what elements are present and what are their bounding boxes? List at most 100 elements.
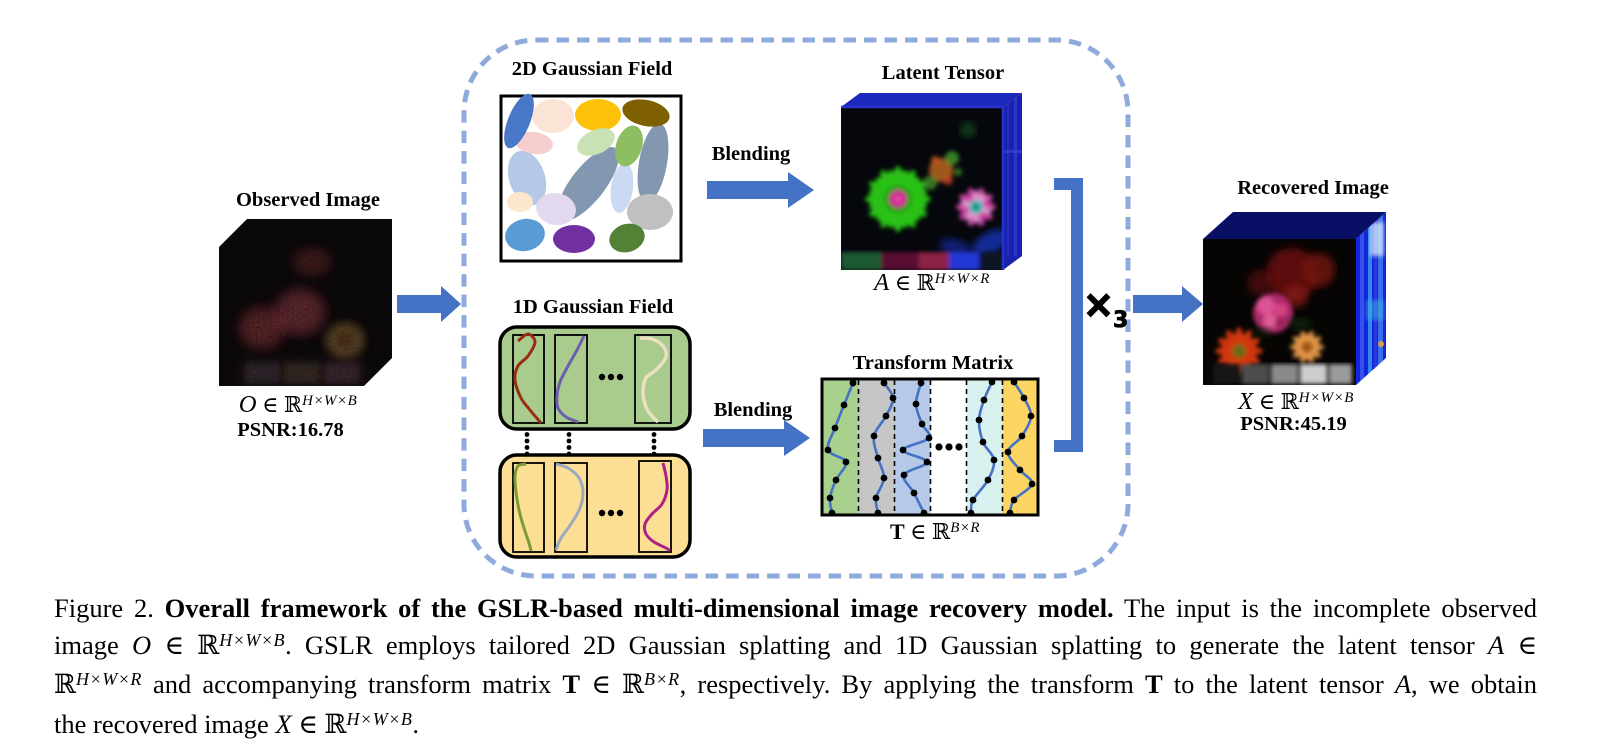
curve-sample-dot bbox=[969, 496, 977, 504]
curve-sample-dot bbox=[880, 474, 888, 482]
gaussian-curve-darkred bbox=[513, 332, 543, 424]
horizontal-ellipsis-icon bbox=[598, 509, 624, 517]
curve-sample-dot bbox=[1010, 496, 1018, 504]
transform-matrix-box bbox=[820, 377, 1040, 517]
strip-separator-lines bbox=[857, 380, 1004, 514]
latent-tensor-thumbnail bbox=[841, 93, 1022, 270]
curve-sample-dot bbox=[889, 394, 897, 402]
observed-image-psnr: PSNR:16.78 bbox=[237, 419, 344, 441]
gaussian-1d-cell bbox=[634, 334, 672, 424]
curve-sample-dot bbox=[920, 509, 928, 517]
recovered-red-gerbera bbox=[1215, 327, 1263, 375]
blending-top-label: Blending bbox=[711, 143, 791, 165]
caption-line-3: ℝH×W×R and accompanying transform matrix… bbox=[54, 669, 1538, 700]
recovered-image-math: X ∈ ℝH×W×B bbox=[1238, 388, 1354, 415]
dashed-framework-border bbox=[461, 37, 1131, 579]
transform-matrix-curves bbox=[824, 378, 1036, 517]
gaussian-1d-cell bbox=[554, 334, 588, 424]
curve-sample-dot bbox=[824, 446, 832, 454]
gaussian-2d-field-box bbox=[499, 93, 683, 263]
caption-line-4: the recovered image X ∈ ℝH×W×B. bbox=[54, 709, 419, 740]
curve-sample-dot bbox=[870, 432, 878, 440]
recovered-image-thumbnail bbox=[1203, 212, 1386, 385]
times-symbol: × bbox=[1082, 282, 1115, 327]
curve-sample-dot bbox=[849, 379, 857, 387]
transform-matrix-math: T ∈ ℝB×R bbox=[889, 519, 981, 544]
blending-bottom-label: Blending bbox=[713, 399, 793, 421]
gaussian-curve-green bbox=[513, 462, 533, 552]
curve-sample-dot bbox=[874, 509, 882, 517]
horizontal-ellipsis-icon bbox=[598, 373, 624, 381]
observed-image-title: Observed Image bbox=[235, 189, 381, 211]
caption-line-1: Figure 2. Overall framework of the GSLR-… bbox=[54, 593, 1537, 623]
gaussian-1d-green-box bbox=[498, 325, 692, 431]
output-arrow-icon bbox=[1133, 286, 1203, 322]
curve-sample-dot bbox=[900, 471, 908, 479]
curve-sample-dot bbox=[918, 420, 926, 428]
gaussian-2d-ellipses bbox=[504, 93, 673, 253]
curve-sample-dot bbox=[1010, 378, 1018, 386]
curve-sample-dot bbox=[880, 379, 888, 387]
latent-tensor-math: A ∈ ℝH×W×R bbox=[874, 269, 990, 296]
latent-green-flower bbox=[865, 166, 931, 232]
input-arrow-icon bbox=[397, 286, 461, 322]
gaussian-1d-yellow-box bbox=[498, 453, 692, 559]
curve-sample-dot bbox=[831, 424, 839, 432]
curve-sample-dot bbox=[984, 476, 992, 484]
curve-sample-dot bbox=[832, 476, 840, 484]
curve-sample-dot bbox=[975, 416, 983, 424]
curve-sample-dot bbox=[1027, 412, 1035, 420]
latent-tensor-title: Latent Tensor bbox=[881, 62, 1005, 84]
figure-caption: Figure 2. Overall framework of the GSLR-… bbox=[54, 590, 1537, 746]
collect-bracket-icon bbox=[1054, 178, 1083, 452]
gaussian-1d-cell bbox=[512, 462, 545, 553]
observed-image-thumbnail bbox=[219, 219, 392, 386]
recovered-orange-flower bbox=[1290, 330, 1324, 364]
latent-center-cluster bbox=[923, 151, 962, 190]
recovered-image-psnr: PSNR:45.19 bbox=[1240, 413, 1347, 435]
curve-sample-dot bbox=[988, 378, 996, 386]
curve-sample-dot bbox=[1004, 448, 1012, 456]
curve-sample-dot bbox=[912, 400, 920, 408]
blending-top-arrow-icon bbox=[707, 172, 814, 208]
gaussian-2d-field-title: 2D Gaussian Field bbox=[511, 58, 673, 80]
curve-sample-dot bbox=[979, 438, 987, 446]
curve-sample-dot bbox=[1016, 466, 1024, 474]
curve-sample-dot bbox=[1006, 509, 1014, 517]
curve-sample-dot bbox=[826, 494, 834, 502]
gaussian-curve-cream bbox=[639, 336, 669, 424]
gaussian-curve-grayblue bbox=[554, 462, 585, 551]
vertical-ellipsis-icons bbox=[524, 432, 657, 457]
curve-sample-dot bbox=[882, 412, 890, 420]
curve-sample-dot bbox=[874, 454, 882, 462]
blending-bottom-arrow-icon bbox=[703, 420, 810, 456]
horizontal-ellipsis-icon bbox=[935, 443, 963, 451]
gaussian-curve-purple bbox=[555, 335, 586, 424]
gaussian-1d-cell bbox=[638, 460, 672, 553]
recovered-image-title: Recovered Image bbox=[1237, 177, 1389, 199]
times-3-operator: ×3 bbox=[1082, 282, 1129, 333]
curve-sample-dot bbox=[910, 489, 918, 497]
curve-sample-dot bbox=[1020, 394, 1028, 402]
curve-sample-dot bbox=[925, 434, 933, 442]
curve-sample-dot bbox=[923, 458, 931, 466]
curve-sample-dot bbox=[828, 509, 836, 517]
curve-sample-dot bbox=[840, 401, 848, 409]
observed-image-math: O ∈ ℝH×W×B bbox=[238, 391, 358, 418]
recovered-pink-flower bbox=[1253, 293, 1293, 333]
transform-matrix-title: Transform Matrix bbox=[852, 352, 1014, 374]
curve-sample-dot bbox=[842, 458, 850, 466]
curve-sample-dot bbox=[967, 509, 975, 517]
curve-sample-dot bbox=[990, 456, 998, 464]
latent-pink-flower bbox=[956, 187, 996, 227]
curve-sample-dot bbox=[1018, 432, 1026, 440]
curve-sample-dot bbox=[980, 396, 988, 404]
framework-diagram bbox=[219, 37, 1386, 579]
curve-sample-dot bbox=[917, 379, 925, 387]
observed-noise-speckle bbox=[219, 219, 392, 386]
curve-sample-dot bbox=[1028, 480, 1036, 488]
gaussian-1d-cell bbox=[554, 462, 588, 553]
gaussian-curve-magenta bbox=[642, 462, 671, 553]
times-subscript: 3 bbox=[1113, 308, 1129, 334]
